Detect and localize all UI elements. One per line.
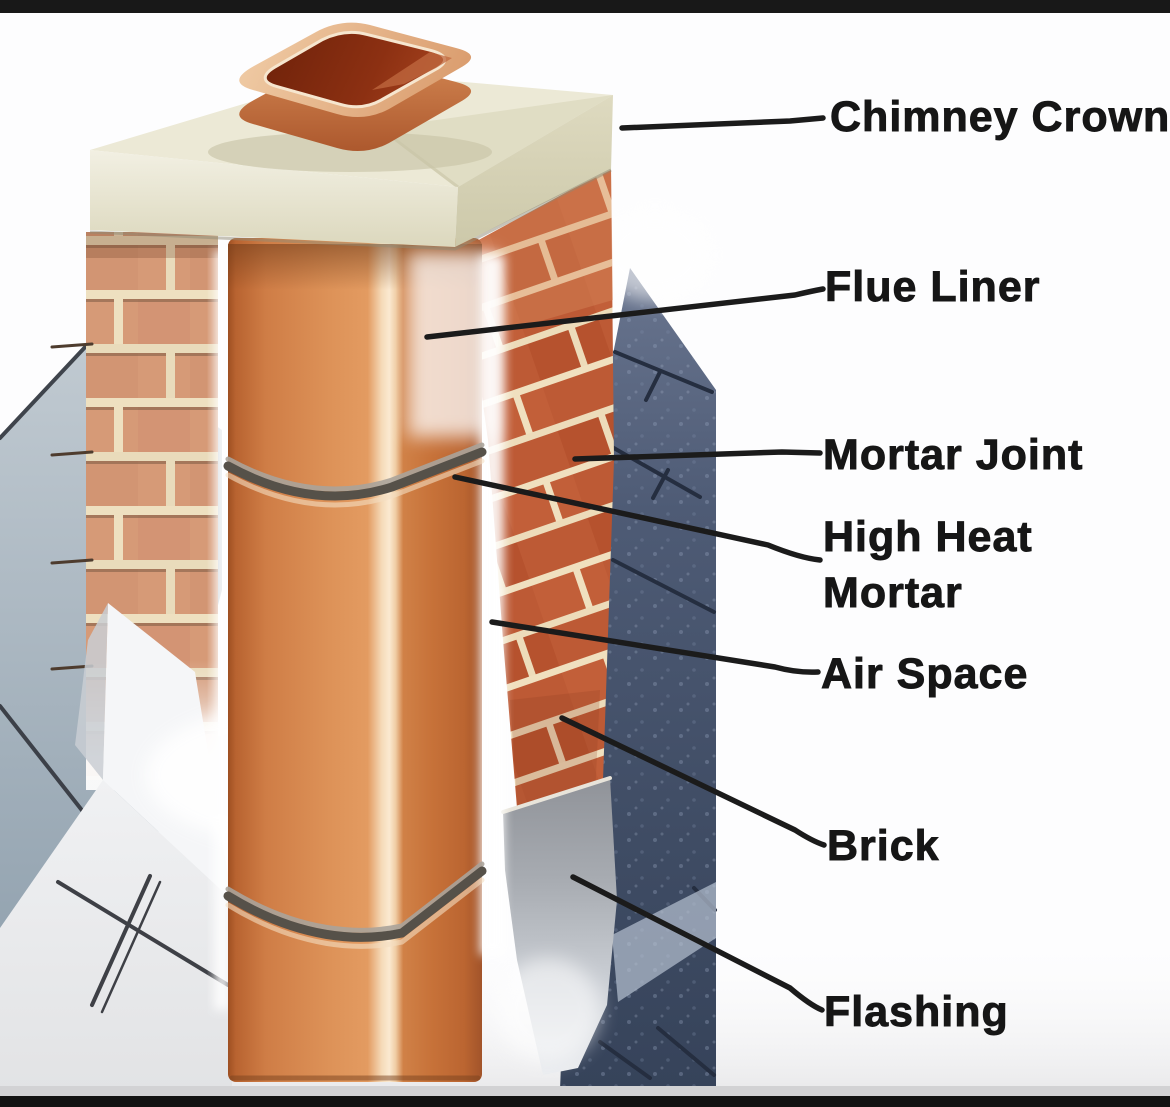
label-chimney-crown: Chimney Crown [830, 93, 1170, 141]
air-space-right-glow [480, 255, 504, 955]
leader-line-air-space [489, 619, 821, 675]
flue-liner-column [223, 238, 504, 1082]
high-heat-mortar-band-2 [223, 861, 487, 949]
leader-line-chimney-crown [619, 115, 826, 131]
high-heat-mortar-band-1 [223, 442, 487, 508]
label-air-space: Air Space [821, 650, 1028, 698]
flashing-right [496, 776, 617, 1075]
label-mortar-joint: Mortar Joint [823, 431, 1083, 479]
label-flashing: Flashing [824, 988, 1009, 1036]
roof-valley-highlight [612, 882, 716, 1002]
leader-line-flashing [570, 874, 825, 1013]
bottom-frame-bar [0, 1096, 1170, 1107]
label-high-heat-mortar-line1: High Heat [823, 513, 1033, 561]
leader-line-high-heat-mortar [452, 474, 823, 563]
top-frame-bar [0, 0, 1170, 13]
label-flue-liner: Flue Liner [825, 263, 1040, 311]
labels: Chimney Crown Flue Liner Mortar Joint Hi… [821, 93, 1170, 1037]
leader-line-brick [559, 715, 827, 848]
flue-tile-top [208, 22, 492, 172]
leader-line-flue-liner [424, 286, 826, 340]
leader-lines [424, 115, 827, 1013]
label-high-heat-mortar-line2: Mortar [823, 569, 963, 617]
bottom-frame-gray-line [0, 1086, 1170, 1096]
leader-line-mortar-joint [572, 449, 823, 462]
label-brick: Brick [827, 822, 940, 870]
